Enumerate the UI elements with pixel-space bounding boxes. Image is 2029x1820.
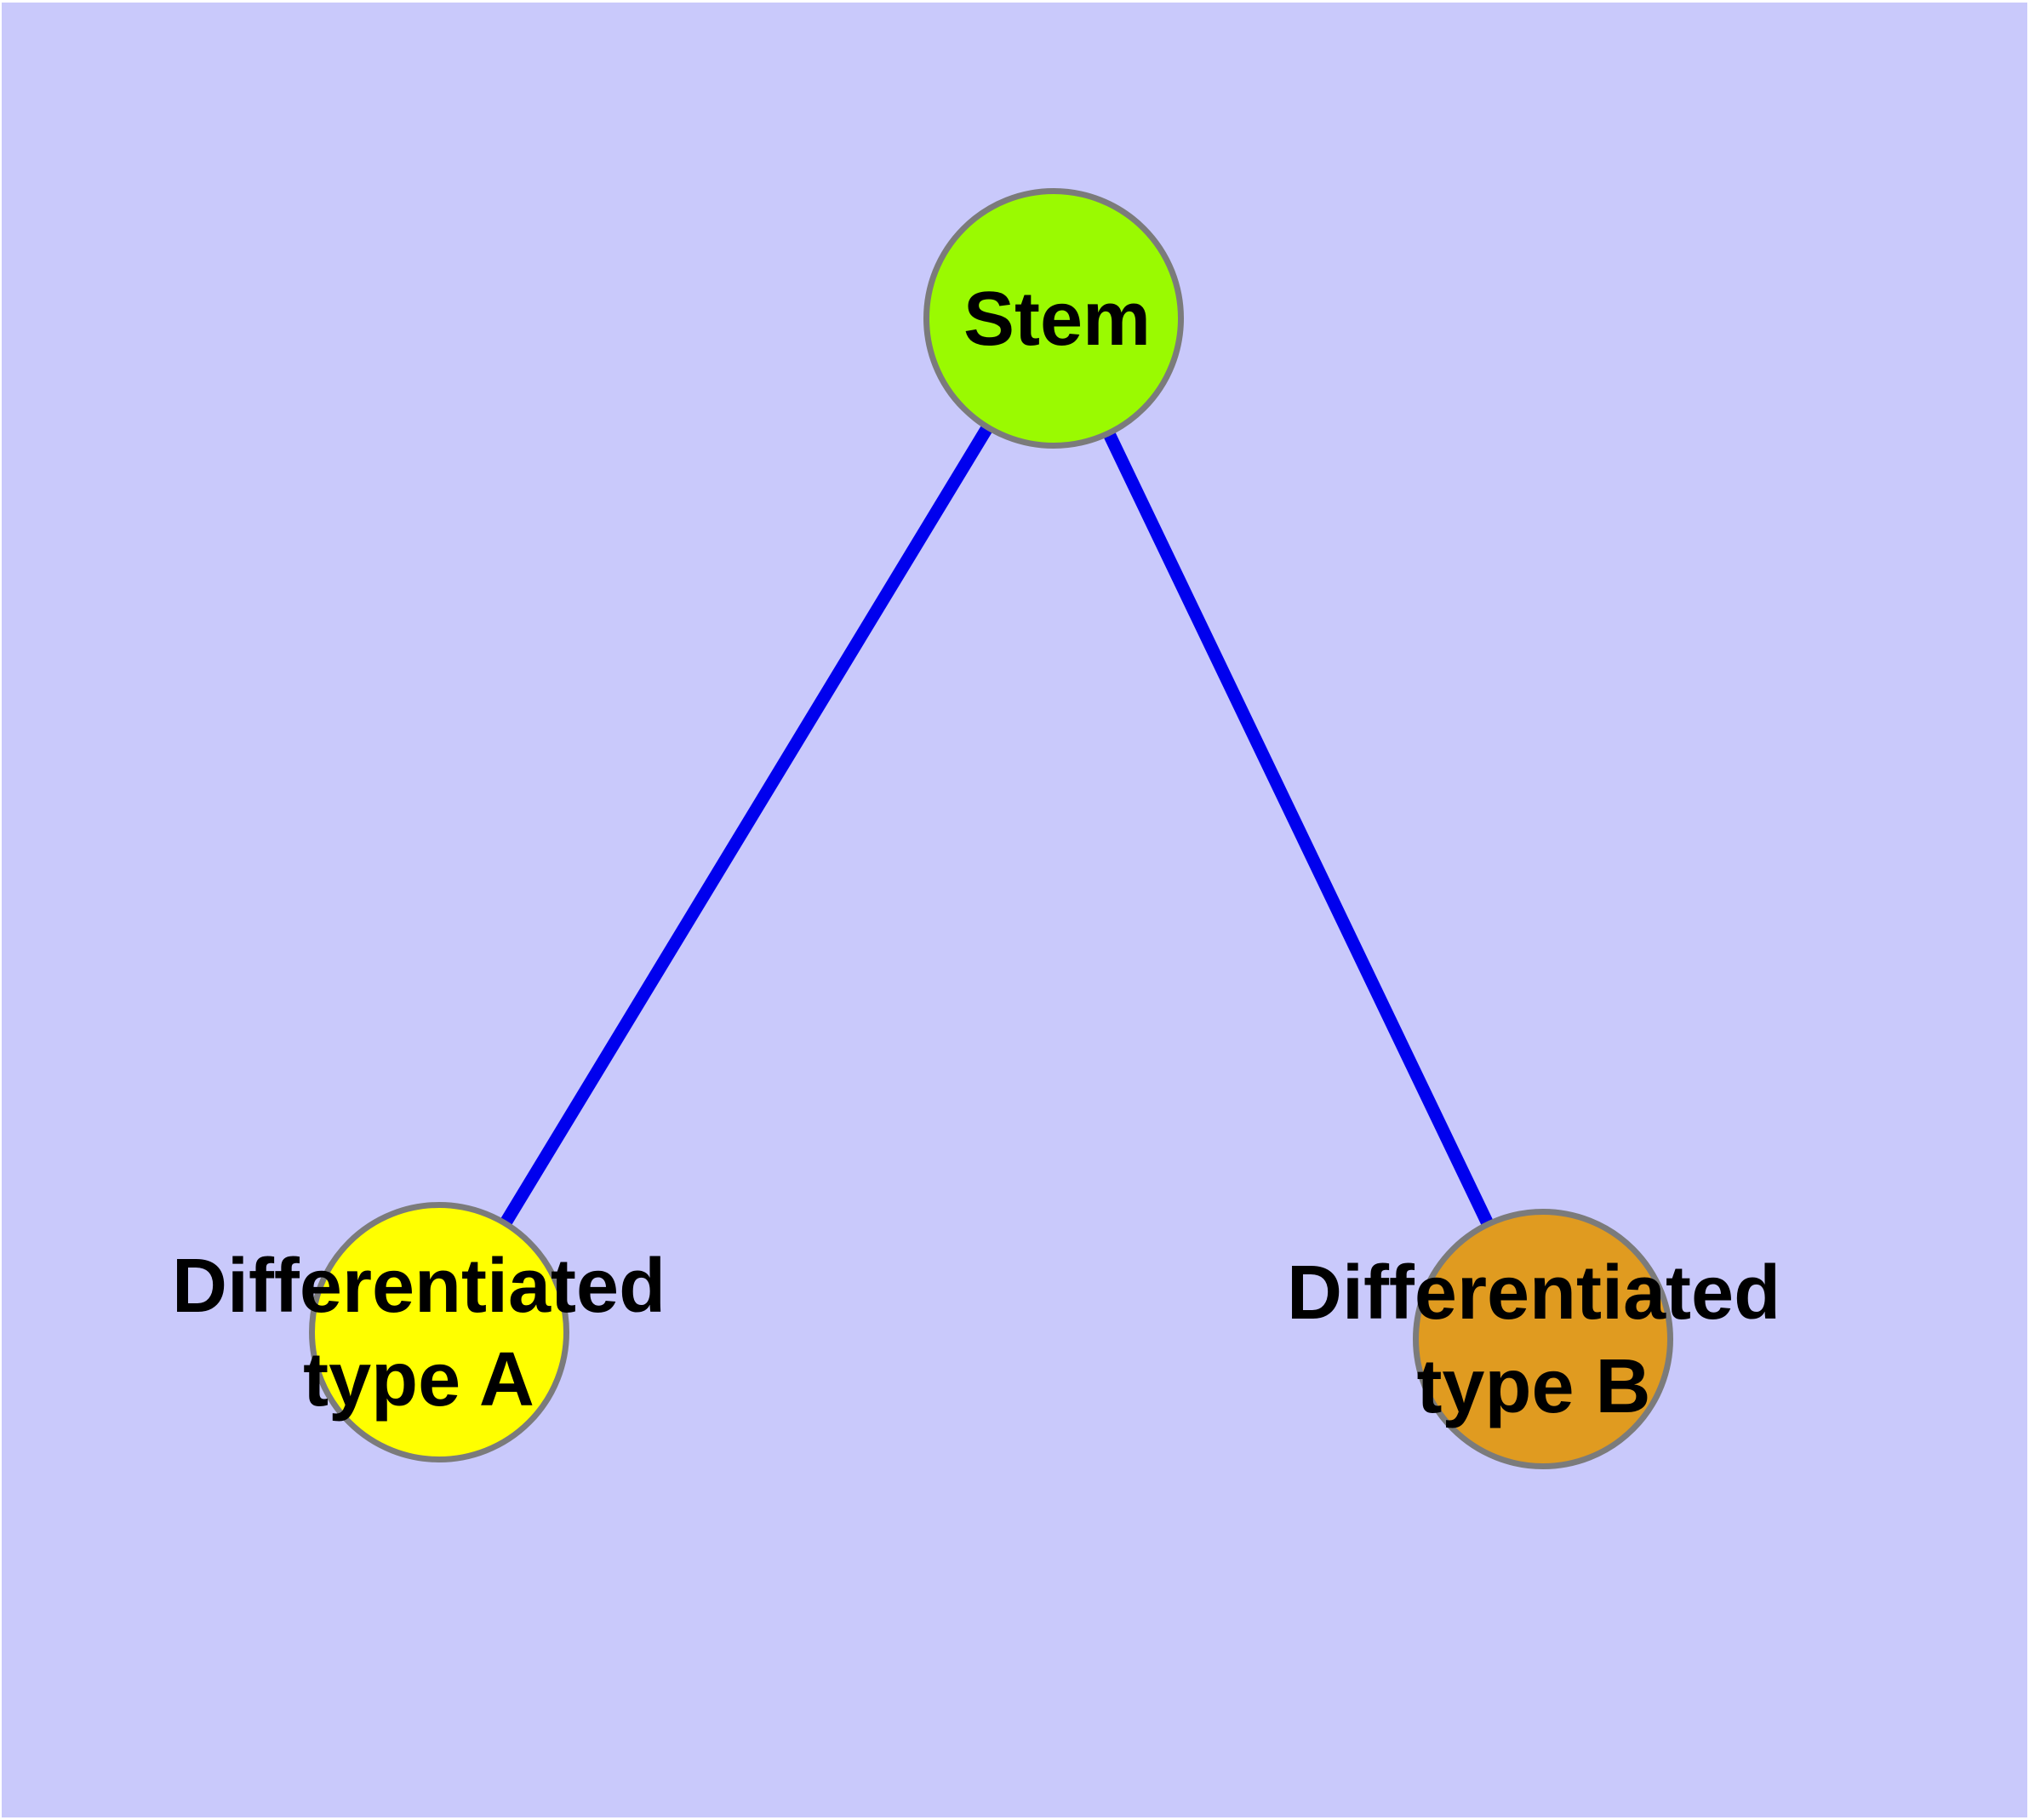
label-line: Differentiated <box>1286 1251 1781 1336</box>
node-differentiated-type-a <box>309 1202 569 1462</box>
node-type-a-label: Differentiated type A <box>172 1239 666 1427</box>
node-stem-label: Stem <box>963 272 1151 366</box>
label-line: Differentiated <box>171 1244 666 1329</box>
label-line: type A <box>303 1337 534 1422</box>
label-line: Stem <box>963 277 1152 362</box>
node-stem <box>923 188 1184 449</box>
edge-stem-to-type-a <box>433 315 1060 1336</box>
node-type-b-label: Differentiated type B <box>1287 1246 1780 1434</box>
label-line: type B <box>1416 1344 1651 1429</box>
node-differentiated-type-b <box>1413 1209 1673 1469</box>
edge-stem-to-type-b <box>1048 315 1549 1342</box>
